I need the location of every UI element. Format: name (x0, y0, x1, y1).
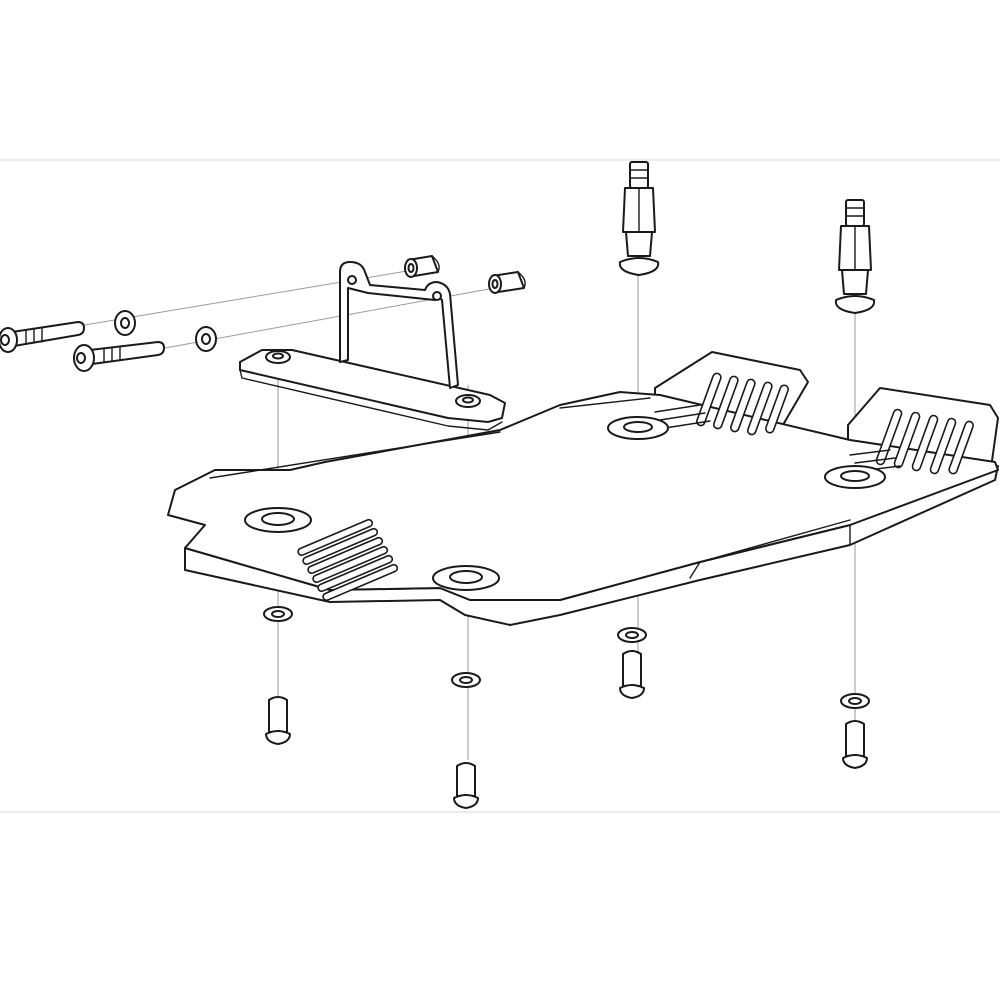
washer (451, 672, 481, 688)
threaded-standoff (618, 161, 660, 276)
spacer-sleeve (404, 255, 440, 278)
bracket-strap (239, 349, 506, 431)
spacer-sleeve (488, 271, 526, 294)
rivet-pin (619, 650, 645, 699)
rivet-pin (842, 720, 868, 769)
left-fin-slots (654, 372, 789, 436)
rivet-pin (265, 696, 291, 745)
washer (617, 627, 647, 643)
washer (114, 310, 136, 336)
mounting-bracket (339, 261, 459, 389)
plate-top-surface (167, 391, 999, 601)
washer (195, 326, 217, 352)
plate-mount-hole-rear-right (824, 465, 886, 489)
rivet-pin (453, 762, 479, 809)
plate-mount-hole-front-left (244, 507, 312, 533)
front-vent-slots (297, 518, 399, 602)
washer (263, 606, 293, 622)
skid-plate (167, 351, 999, 626)
threaded-standoff (834, 199, 876, 314)
plate-mount-hole-front-center (432, 565, 500, 591)
socket-head-bolt (73, 341, 165, 372)
washer (840, 693, 870, 709)
right-fin-slots (849, 408, 975, 475)
socket-head-bolt (0, 321, 85, 353)
plate-mount-hole-rear-left (607, 416, 669, 440)
